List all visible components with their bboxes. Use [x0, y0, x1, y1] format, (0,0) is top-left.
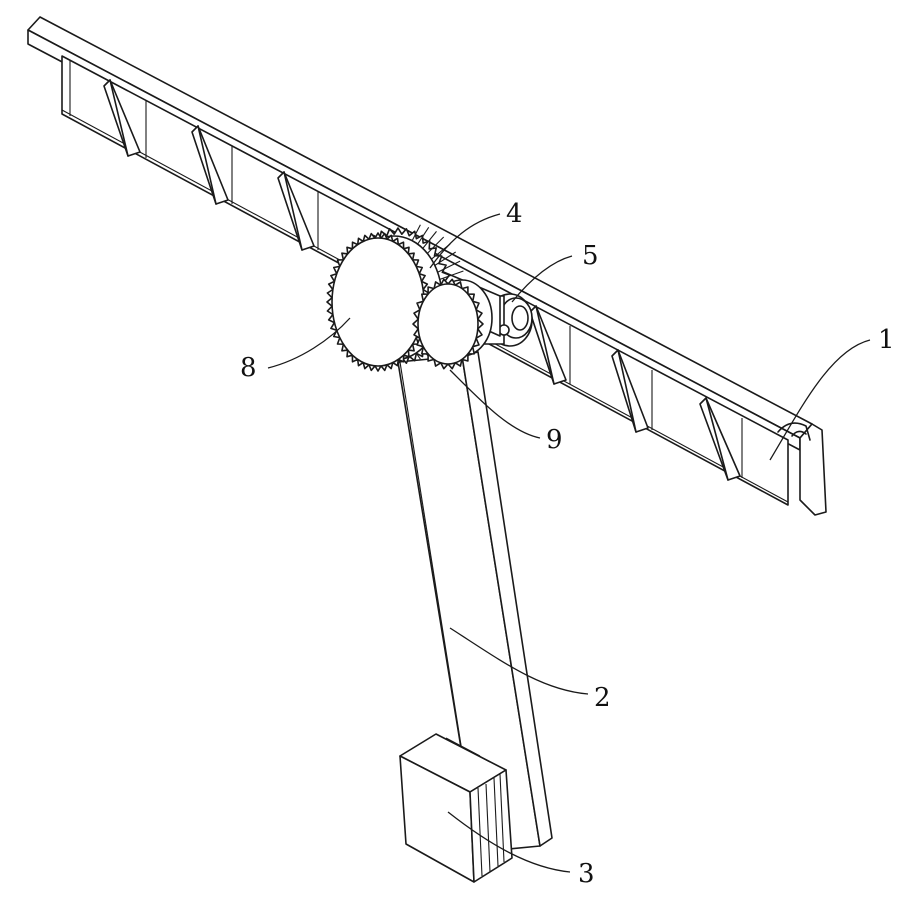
- callout-4: 4: [506, 199, 523, 229]
- callout-1: 1: [878, 325, 895, 355]
- callout-3: 3: [578, 859, 595, 889]
- callout-5: 5: [582, 241, 599, 271]
- callout-9: 9: [546, 425, 563, 455]
- callout-2: 2: [594, 683, 611, 713]
- callout-8: 8: [240, 353, 257, 383]
